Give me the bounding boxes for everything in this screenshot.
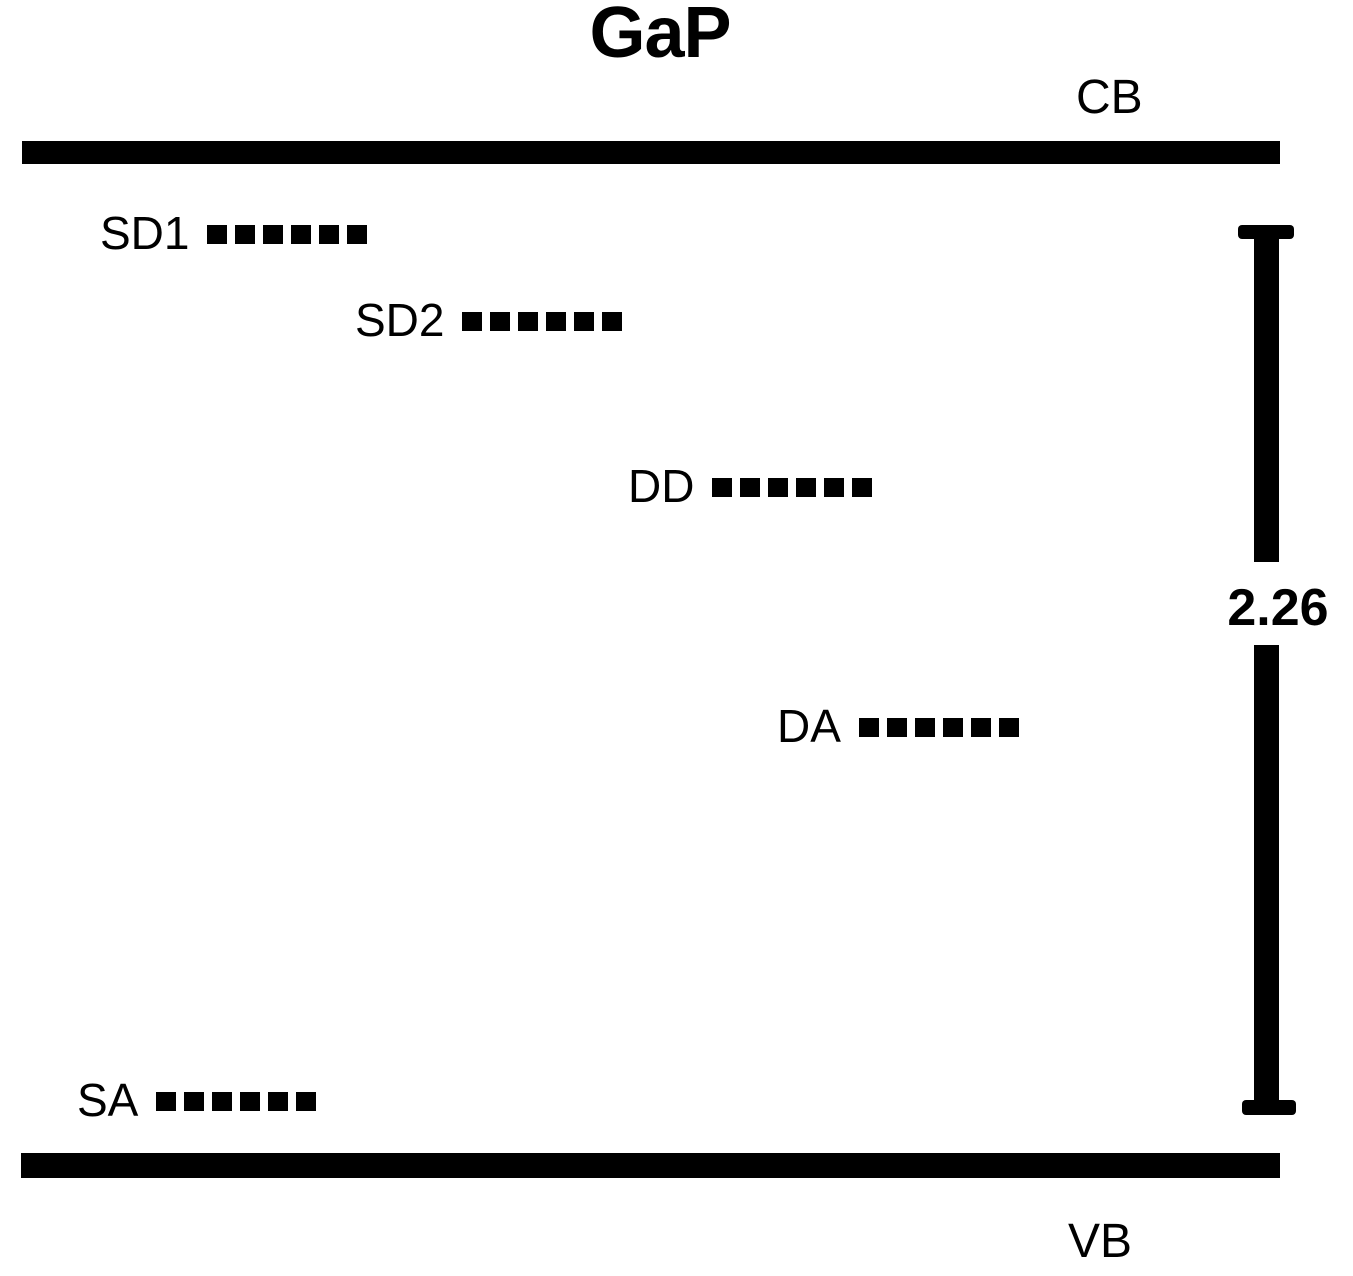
dashed-level-line bbox=[207, 224, 368, 244]
energy-level-dd: DD bbox=[628, 460, 873, 512]
bandgap-marker-lower-stem bbox=[1254, 645, 1279, 1101]
level-label-sd1: SD1 bbox=[100, 207, 190, 259]
bandgap-marker-bottom-cap bbox=[1242, 1100, 1296, 1115]
conduction-band-line bbox=[22, 141, 1280, 164]
energy-level-da: DA bbox=[777, 703, 1019, 749]
conduction-band-label: CB bbox=[1076, 71, 1143, 124]
valence-band-line bbox=[21, 1153, 1280, 1178]
bandgap-marker-upper-stem bbox=[1254, 236, 1279, 562]
level-label-sa: SA bbox=[77, 1074, 139, 1126]
valence-band-label: VB bbox=[1068, 1215, 1133, 1268]
dashed-level-line bbox=[858, 717, 1019, 737]
energy-level-sd2: SD2 bbox=[355, 294, 623, 346]
level-label-dd: DD bbox=[628, 460, 695, 512]
level-label-sd2: SD2 bbox=[355, 294, 445, 346]
dashed-level-line bbox=[156, 1091, 317, 1111]
dashed-level-line bbox=[712, 477, 873, 497]
bandgap-marker-top-cap bbox=[1238, 225, 1294, 239]
energy-level-sd1: SD1 bbox=[100, 207, 368, 259]
level-label-da: DA bbox=[777, 700, 841, 752]
diagram-title: GaP bbox=[589, 0, 731, 73]
energy-level-sa: SA bbox=[77, 1074, 317, 1126]
bandgap-value: 2.26 bbox=[1227, 579, 1329, 637]
dashed-level-line bbox=[462, 311, 623, 331]
